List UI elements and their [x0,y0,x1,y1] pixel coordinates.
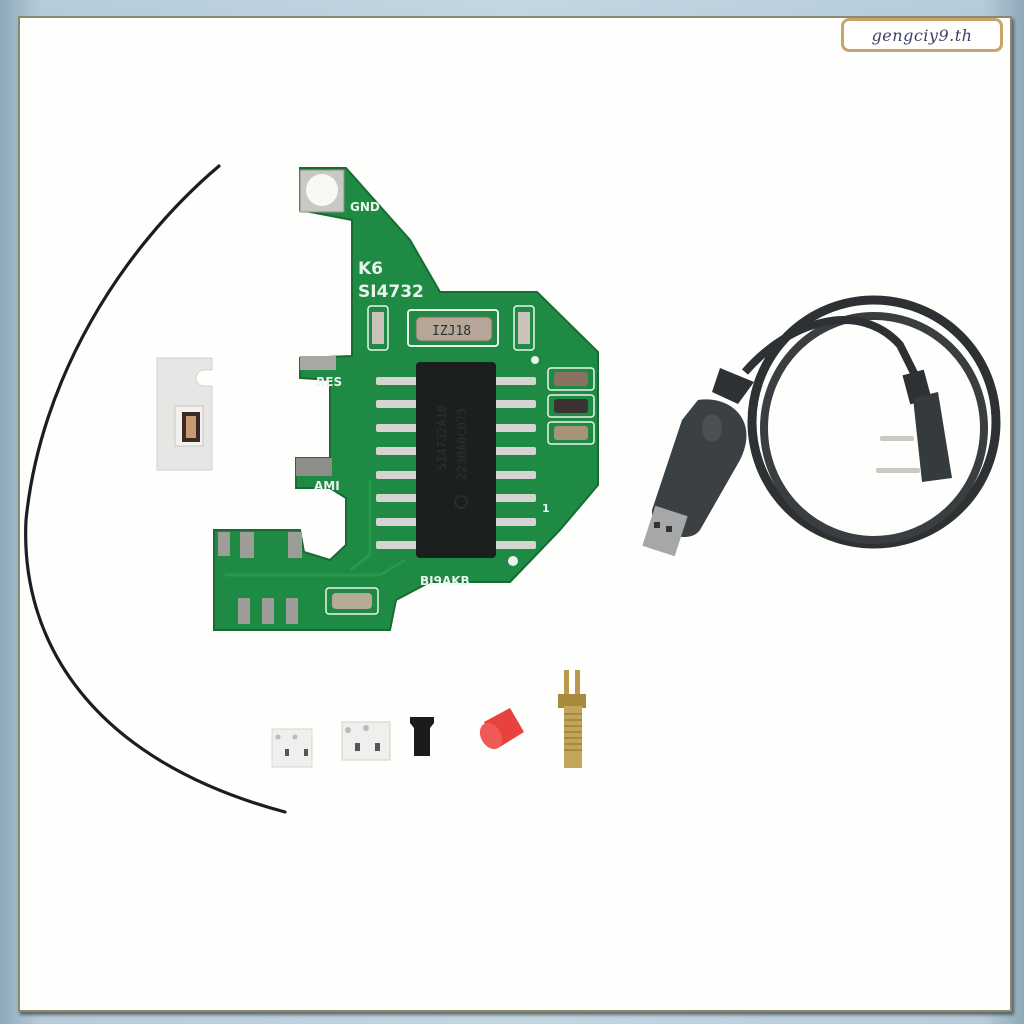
designer-label: BI9AKB [420,574,470,588]
antenna-wire [24,164,287,814]
watermark-badge: gengciy9.th [841,18,1003,52]
spare-smd-component [156,357,213,471]
crystal-marking: IZJ18 [432,324,471,339]
ami-label: AMI [314,479,340,493]
red-cap [479,708,524,750]
chip-marking-line1: SI4732A10 [435,405,449,470]
si4732-chip [416,362,496,558]
pin1-marker: 1 [542,502,550,515]
watermark-text: gengciy9.th [871,25,973,45]
black-jumper [410,717,434,756]
usb-programming-cable [642,295,1001,557]
chip-marking-line2: 2230A0C073 [455,408,469,480]
sma-connector [558,670,586,768]
res-label: RES [316,375,342,389]
smd-switch-2 [341,721,391,761]
model-label-k6: K6 [358,259,383,279]
model-label-si4732: SI4732 [358,282,424,302]
gnd-label: GND [350,200,380,214]
si4732-pcb-board: GND K6 SI4732 IZJ18 RES AMI [213,167,599,631]
smd-switch-1 [271,728,313,768]
